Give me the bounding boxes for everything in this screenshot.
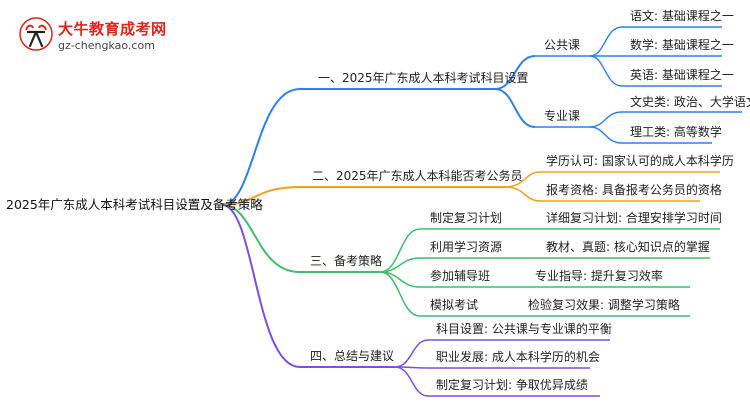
edge-b4-leaf3 bbox=[394, 366, 429, 397]
leaf-degree-recognition: 学历认可: 国家认可的成人本科学历 bbox=[546, 154, 734, 168]
leaf-professional-guidance: 专业指导: 提升复习效率 bbox=[535, 269, 663, 283]
node-public-courses: 公共课 bbox=[544, 38, 581, 52]
node-make-plan: 制定复习计划 bbox=[430, 211, 503, 225]
leaf-english: 英语: 基础课程之一 bbox=[630, 68, 734, 82]
edge-root-b1 bbox=[221, 88, 301, 206]
leaf-materials: 教材、真题: 核心知识点的掌握 bbox=[546, 240, 710, 254]
leaf-detailed-plan: 详细复习计划: 合理安排学习时间 bbox=[546, 211, 722, 225]
edge-root-b4 bbox=[221, 204, 301, 368]
edge-b3-mock bbox=[379, 271, 421, 317]
node-use-resources: 利用学习资源 bbox=[430, 240, 503, 254]
leaf-subject-balance: 科目设置: 公共课与专业课的平衡 bbox=[436, 322, 612, 336]
edge-public-chinese bbox=[589, 26, 623, 57]
leaf-liberal-arts: 文史类: 政治、大学语文 bbox=[630, 95, 750, 109]
edge-b1-public bbox=[494, 55, 536, 90]
site-logo[interactable]: 大牛教育成考网 gz-chengkao.com bbox=[18, 14, 168, 58]
branch-study-strategy: 三、备考策略 bbox=[310, 254, 383, 268]
edge-major-science bbox=[589, 126, 623, 144]
branch-summary: 四、总结与建议 bbox=[310, 349, 395, 363]
logo-brand-text: 大牛教育成考网 bbox=[58, 20, 167, 38]
logo-domain-text: gz-chengkao.com bbox=[58, 39, 155, 52]
leaf-math: 数学: 基础课程之一 bbox=[630, 38, 734, 52]
node-mock-exam: 模拟考试 bbox=[430, 298, 479, 312]
node-major-courses: 专业课 bbox=[544, 109, 581, 123]
ox-logo-icon bbox=[19, 17, 53, 51]
leaf-excellent-results: 制定复习计划: 争取优异成绩 bbox=[436, 378, 588, 392]
leaf-eligibility: 报考资格: 具备报考公务员的资格 bbox=[546, 183, 722, 197]
edge-b3-plan bbox=[379, 228, 421, 273]
node-tutoring: 参加辅导班 bbox=[430, 269, 491, 283]
root-topic: 2025年广东成人本科考试科目设置及备考策略 bbox=[6, 197, 263, 212]
edge-root-b3 bbox=[221, 204, 301, 273]
edge-root-b2 bbox=[221, 186, 301, 206]
leaf-chinese: 语文: 基础课程之一 bbox=[630, 9, 734, 23]
edge-b1-major bbox=[494, 88, 536, 128]
leaf-career: 职业发展: 成人本科学历的机会 bbox=[436, 350, 600, 364]
branch-civil-service: 二、2025年广东成人本科能否考公务员 bbox=[312, 169, 523, 183]
edge-public-english bbox=[589, 55, 623, 87]
edge-major-liberal bbox=[589, 111, 623, 128]
leaf-science: 理工类: 高等数学 bbox=[630, 125, 722, 139]
branch-subject-setup: 一、2025年广东成人本科考试科目设置 bbox=[318, 71, 529, 85]
leaf-check-results: 检验复习效果: 调整学习策略 bbox=[528, 298, 680, 312]
edge-b2-leaf2 bbox=[504, 186, 541, 202]
edge-b4-leaf1 bbox=[394, 339, 429, 368]
